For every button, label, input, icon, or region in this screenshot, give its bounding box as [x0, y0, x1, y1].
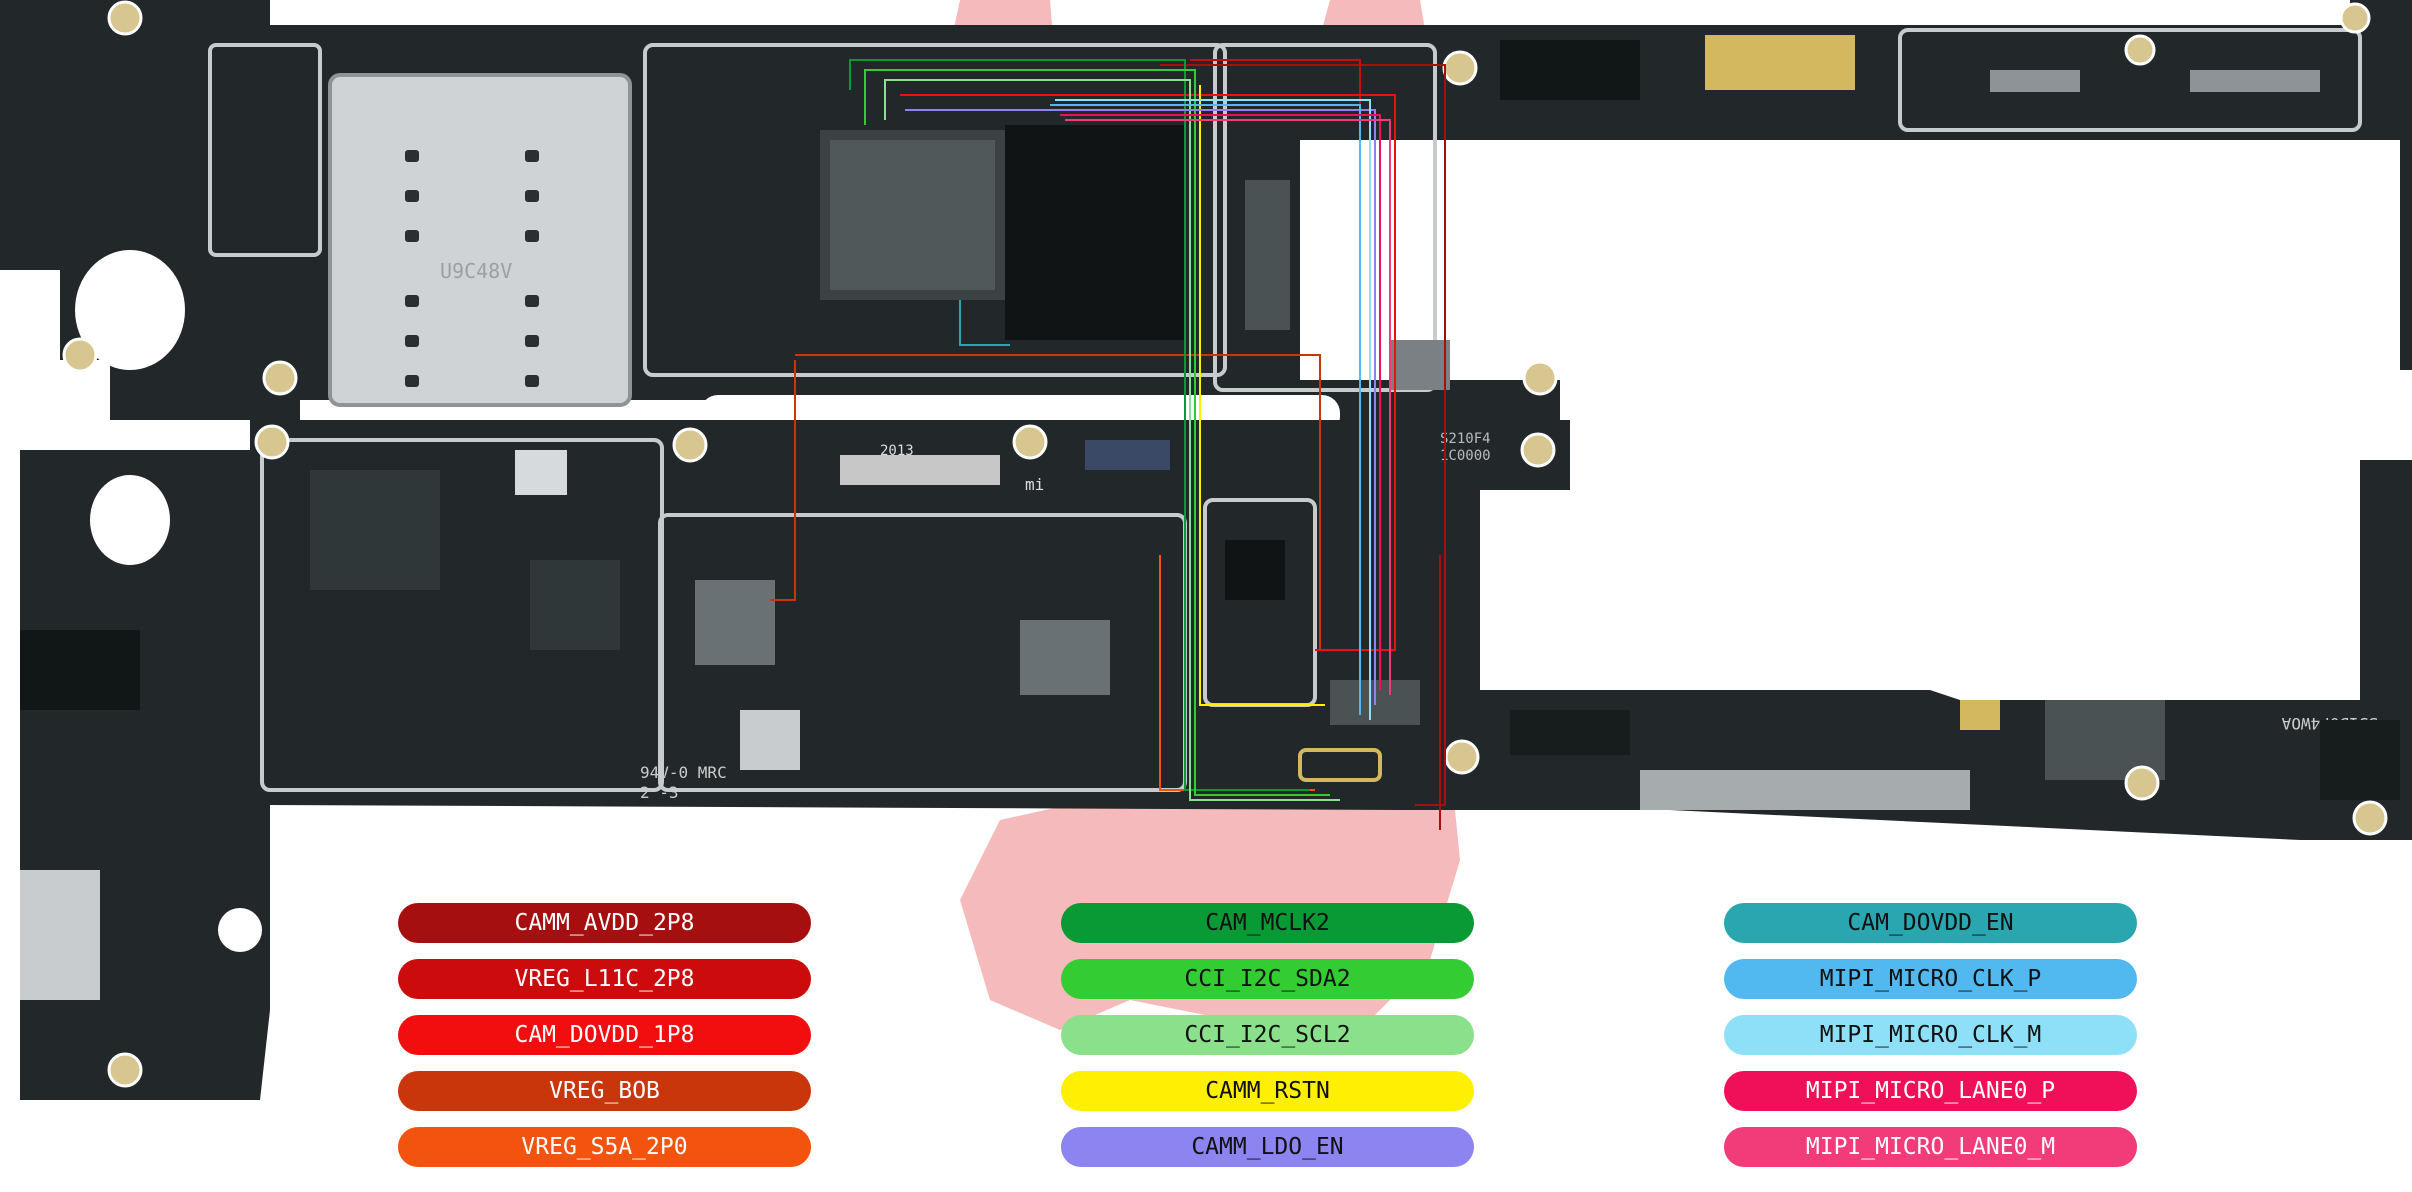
- legend-pill: CCI_I2C_SCL2: [1061, 1015, 1474, 1055]
- legend-label: CCI_I2C_SDA2: [1184, 966, 1351, 992]
- signal-traces: [770, 59, 1446, 830]
- legend-pill: MIPI_MICRO_CLK_M: [1724, 1015, 2137, 1055]
- trace-cam-mclk2: [849, 59, 1310, 791]
- legend-pill: MIPI_MICRO_LANE0_M: [1724, 1127, 2137, 1167]
- trace-camm-avdd-2p8: [1160, 64, 1446, 806]
- trace-camm-ldo-en: [905, 109, 1376, 705]
- sim-tray-shield: U9C48V: [328, 73, 632, 407]
- legend-label: VREG_BOB: [549, 1078, 660, 1104]
- legend-pill: CCI_I2C_SDA2: [1061, 959, 1474, 999]
- legend-label: CAMM_RSTN: [1205, 1078, 1330, 1104]
- legend-label: CAM_DOVDD_EN: [1847, 910, 2014, 936]
- trace-mipi-micro-lane0-p: [1060, 114, 1381, 690]
- svg-text:1C0000: 1C0000: [1440, 448, 1491, 464]
- svg-text:2 -3: 2 -3: [640, 783, 679, 802]
- legend-pill: CAM_MCLK2: [1061, 903, 1474, 943]
- legend-pill: CAMM_RSTN: [1061, 1071, 1474, 1111]
- legend-pill: MIPI_MICRO_LANE0_P: [1724, 1071, 2137, 1111]
- svg-text:U9C48V: U9C48V: [440, 259, 512, 283]
- legend-pill: CAMM_LDO_EN: [1061, 1127, 1474, 1167]
- trace-cci-i2c-scl2: [884, 79, 1340, 801]
- trace-mipi-micro-clk-p: [1050, 104, 1361, 715]
- legend-pill: VREG_S5A_2P0: [398, 1127, 811, 1167]
- legend-label: MIPI_MICRO_CLK_M: [1819, 1022, 2042, 1048]
- legend-label: MIPI_MICRO_LANE0_P: [1805, 1078, 2056, 1104]
- svg-text:S210F4: S210F4: [1440, 431, 1491, 447]
- trace-cam-dovdd-1p8: [900, 94, 1396, 651]
- svg-text:94V-0 MRC: 94V-0 MRC: [640, 763, 727, 782]
- legend-pill: VREG_BOB: [398, 1071, 811, 1111]
- trace-mipi-micro-clk-m: [1055, 99, 1371, 720]
- legend-label: CAMM_AVDD_2P8: [514, 910, 695, 936]
- legend-pill: MIPI_MICRO_CLK_P: [1724, 959, 2137, 999]
- trace-cam-dovdd-en: [959, 300, 1010, 346]
- svg-text:2013: 2013: [880, 443, 914, 459]
- trace-camm-rstn: [1199, 85, 1325, 706]
- legend-pill: CAM_DOVDD_1P8: [398, 1015, 811, 1055]
- legend-pill: CAM_DOVDD_EN: [1724, 903, 2137, 943]
- trace-cci-i2c-sda2: [864, 69, 1330, 796]
- legend-label: VREG_S5A_2P0: [521, 1134, 688, 1160]
- legend-label: CCI_I2C_SCL2: [1184, 1022, 1351, 1048]
- svg-text:mi: mi: [1025, 475, 1044, 494]
- legend-label: CAMM_LDO_EN: [1191, 1134, 1344, 1160]
- legend-label: CAM_MCLK2: [1205, 910, 1330, 936]
- legend-label: MIPI_MICRO_CLK_P: [1819, 966, 2042, 992]
- trace-mipi-micro-lane0-m: [1065, 119, 1391, 695]
- trace-vreg-bob: [795, 354, 1321, 650]
- legend-label: VREG_L11C_2P8: [514, 966, 695, 992]
- legend-pill: CAMM_AVDD_2P8: [398, 903, 811, 943]
- legend-pill: VREG_L11C_2P8: [398, 959, 811, 999]
- mounting-holes: [62, 0, 2388, 1088]
- legend-label: CAM_DOVDD_1P8: [514, 1022, 695, 1048]
- legend-label: MIPI_MICRO_LANE0_M: [1805, 1134, 2056, 1160]
- top-board-components: [208, 28, 2362, 392]
